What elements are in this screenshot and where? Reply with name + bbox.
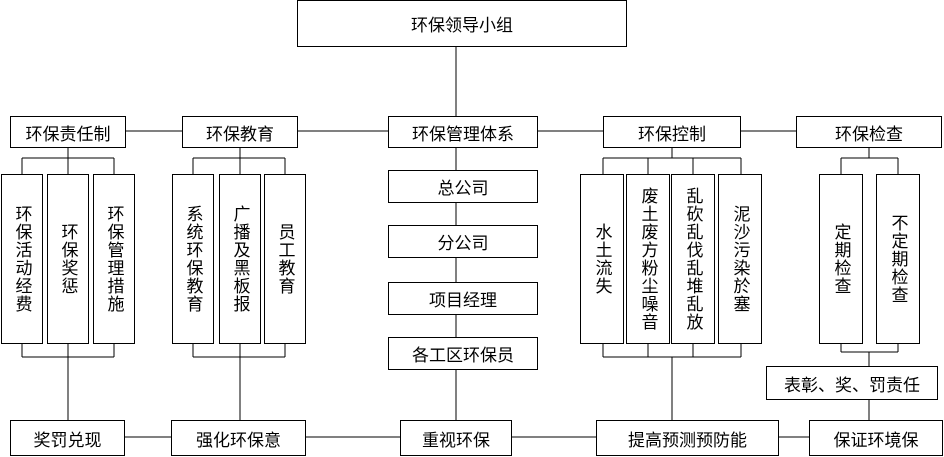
reward-responsibility-box: 表彰、奖、罚责任 bbox=[766, 366, 938, 400]
responsibility-system-box: 环保责任制 bbox=[10, 116, 126, 148]
education-item: 员工教育 bbox=[264, 174, 306, 344]
education-box: 环保教育 bbox=[182, 116, 298, 148]
control-item: 泥沙污染於塞 bbox=[718, 174, 762, 344]
responsibility-item: 环保管理措施 bbox=[93, 174, 135, 344]
strengthen-awareness-box: 强化环保意 bbox=[171, 420, 306, 456]
education-item: 广播及黑板报 bbox=[219, 174, 261, 344]
management-item: 分公司 bbox=[388, 225, 538, 258]
responsibility-item: 环保活动经费 bbox=[1, 174, 43, 344]
responsibility-item: 环保奖惩 bbox=[47, 174, 89, 344]
inspection-item: 定期检查 bbox=[819, 174, 863, 344]
control-item: 废土废方粉尘噪音 bbox=[626, 174, 670, 344]
inspection-item: 不定期检查 bbox=[876, 174, 920, 344]
reward-fulfillment-box: 奖罚兑现 bbox=[10, 420, 125, 456]
control-item: 乱砍乱伐乱堆乱放 bbox=[671, 174, 715, 344]
management-item: 项目经理 bbox=[388, 282, 538, 315]
ensure-environment-box: 保证环境保 bbox=[809, 420, 943, 456]
control-item: 水土流失 bbox=[580, 174, 624, 344]
inspection-box: 环保检查 bbox=[796, 116, 942, 148]
management-system-box: 环保管理体系 bbox=[388, 116, 538, 148]
control-box: 环保控制 bbox=[603, 116, 741, 148]
education-item: 系统环保教育 bbox=[172, 174, 214, 344]
leadership-group-box: 环保领导小组 bbox=[297, 0, 627, 47]
improve-prevention-box: 提高预测预防能 bbox=[596, 420, 779, 456]
emphasize-environment-box: 重视环保 bbox=[400, 420, 512, 456]
management-item: 各工区环保员 bbox=[388, 337, 538, 370]
management-item: 总公司 bbox=[388, 170, 538, 203]
